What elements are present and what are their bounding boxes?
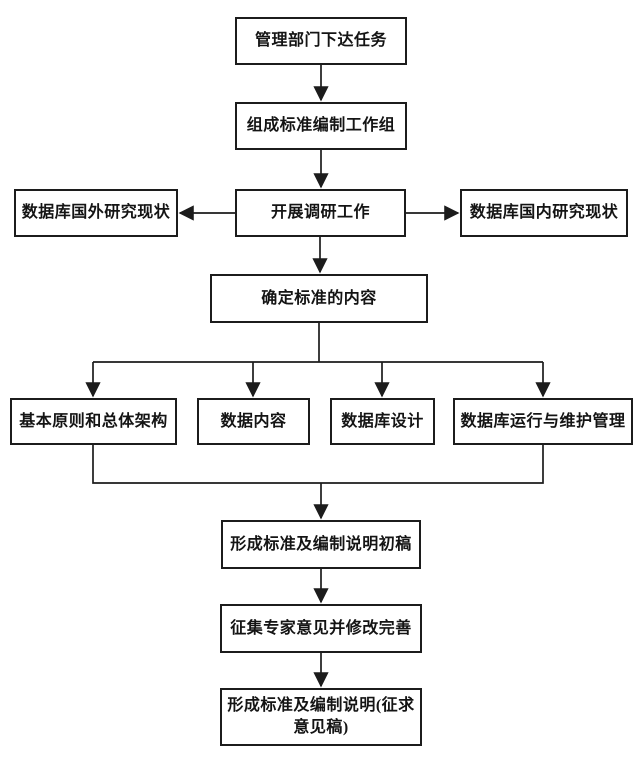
- node-label: 征集专家意见并修改完善: [230, 619, 412, 637]
- node-expert-feedback: 征集专家意见并修改完善: [220, 604, 422, 653]
- node-label: 管理部门下达任务: [254, 32, 387, 50]
- node-label: 开展调研工作: [270, 204, 370, 222]
- node-working-group: 组成标准编制工作组: [235, 102, 407, 150]
- node-consultation-draft: 形成标准及编制说明(征求 意见稿): [220, 688, 422, 746]
- node-label: 形成标准及编制说明初稿: [230, 535, 412, 553]
- node-data-content: 数据内容: [197, 398, 310, 445]
- node-domestic-research-status: 数据库国内研究现状: [460, 189, 628, 237]
- node-task-assignment: 管理部门下达任务: [235, 17, 407, 65]
- node-principles-architecture: 基本原则和总体架构: [10, 398, 177, 445]
- node-initial-draft: 形成标准及编制说明初稿: [221, 520, 421, 569]
- node-label: 组成标准编制工作组: [246, 117, 396, 135]
- node-foreign-research-status: 数据库国外研究现状: [14, 189, 178, 237]
- node-label: 基本原则和总体架构: [19, 412, 168, 430]
- node-label: 确定标准的内容: [261, 289, 377, 307]
- node-label-line1: 形成标准及编制说明(征求: [227, 697, 415, 715]
- node-research-work: 开展调研工作: [235, 189, 406, 237]
- node-label: 数据库设计: [341, 412, 424, 430]
- node-label: 数据库运行与维护管理: [460, 412, 626, 430]
- node-label: 数据内容: [220, 412, 287, 430]
- node-label-line2: 意见稿): [293, 719, 349, 736]
- node-standard-content: 确定标准的内容: [210, 274, 428, 323]
- node-database-design: 数据库设计: [330, 398, 435, 445]
- node-operation-maintenance: 数据库运行与维护管理: [453, 398, 633, 445]
- node-label: 数据库国内研究现状: [469, 204, 619, 222]
- node-label: 数据库国外研究现状: [21, 204, 171, 222]
